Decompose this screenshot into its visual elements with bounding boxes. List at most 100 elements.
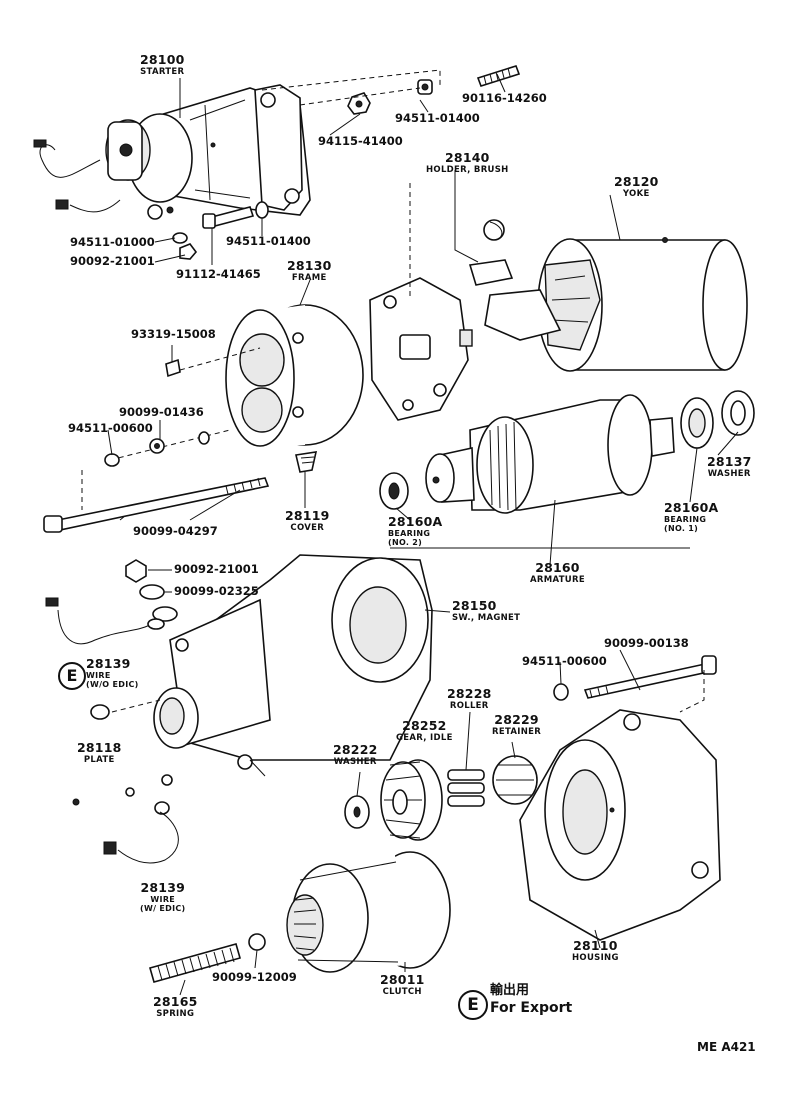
callout-frame-number: 28130 bbox=[287, 258, 332, 273]
callout-roller-number: 28228 bbox=[447, 686, 492, 701]
legend-export-letter: E bbox=[467, 995, 479, 1015]
bearing-no2 bbox=[379, 472, 409, 510]
housing bbox=[519, 709, 721, 941]
callout-holder-brush: 28140 HOLDER, BRUSH bbox=[426, 150, 509, 175]
pn-94511-01400-mid: 94511-01400 bbox=[226, 234, 311, 248]
callout-wire-wo-edic: 28139 WIRE (W/O EDIC) bbox=[86, 656, 139, 689]
callout-yoke-name: YOKE bbox=[622, 188, 650, 199]
callout-starter-number: 28100 bbox=[140, 52, 185, 67]
callout-washer-28222: 28222 WASHER bbox=[333, 742, 378, 767]
callout-wire-w-edic-number: 28139 bbox=[140, 880, 185, 895]
wire-w-edic bbox=[72, 774, 179, 864]
frame bbox=[225, 304, 364, 447]
callout-holder-brush-number: 28140 bbox=[445, 150, 490, 165]
callout-plate-number: 28118 bbox=[77, 740, 122, 755]
export-mark-wire: E bbox=[58, 662, 86, 690]
pn-90092-21001-top: 90092-21001 bbox=[70, 254, 155, 268]
callout-clutch-number: 28011 bbox=[380, 972, 425, 987]
pn-90092-21001-mid: 90092-21001 bbox=[174, 562, 259, 576]
callout-armature-number: 28160 bbox=[535, 560, 580, 575]
callout-washer-28137-number: 28137 bbox=[707, 454, 752, 469]
callout-yoke-number: 28120 bbox=[614, 174, 659, 189]
callout-housing-number: 28110 bbox=[573, 938, 618, 953]
callout-plate: 28118 PLATE bbox=[77, 740, 122, 765]
callout-washer-28137: 28137 WASHER bbox=[707, 454, 752, 478]
callout-sw-magnet-number: 28150 bbox=[452, 598, 497, 613]
armature bbox=[425, 394, 675, 514]
yoke bbox=[484, 237, 748, 372]
legend-export-symbol: E bbox=[458, 990, 488, 1020]
callout-bearing-no2-sub: (NO. 2) bbox=[388, 537, 423, 547]
magnet-switch bbox=[153, 554, 433, 777]
bearing-no1-and-washer bbox=[680, 390, 755, 449]
pn-93319-15008: 93319-15008 bbox=[131, 327, 216, 341]
terminal-nuts bbox=[125, 559, 178, 622]
callout-gear-idle-name: GEAR, IDLE bbox=[396, 732, 453, 743]
callout-washer-28222-number: 28222 bbox=[333, 742, 378, 757]
callout-roller: 28228 ROLLER bbox=[447, 686, 492, 711]
spring-and-ball bbox=[149, 933, 266, 983]
through-bolt bbox=[43, 477, 270, 533]
plate-part bbox=[90, 704, 110, 720]
diagram-reference: ME A421 bbox=[697, 1040, 756, 1054]
callout-starter: 28100 STARTER bbox=[140, 52, 185, 77]
callout-bearing-no2-number: 28160A bbox=[388, 514, 443, 529]
callout-clutch: 28011 CLUTCH bbox=[380, 972, 425, 997]
callout-bearing-no2: 28160A BEARING (NO. 2) bbox=[388, 514, 443, 547]
callout-bearing-no1-sub: (NO. 1) bbox=[664, 523, 699, 533]
pn-90099-02325: 90099-02325 bbox=[174, 584, 259, 598]
callout-spring-number: 28165 bbox=[153, 994, 198, 1009]
starter-assembly bbox=[33, 84, 311, 220]
callout-retainer: 28229 RETAINER bbox=[492, 712, 542, 737]
idle-gear-group bbox=[344, 755, 538, 841]
housing-bolt bbox=[553, 655, 717, 713]
clutch bbox=[286, 851, 451, 973]
callout-roller-name: ROLLER bbox=[449, 700, 489, 711]
callout-sw-magnet-name: SW., MAGNET bbox=[452, 612, 521, 623]
callout-frame: 28130 FRAME bbox=[287, 258, 332, 283]
starter-bolts bbox=[172, 201, 269, 260]
callout-retainer-name: RETAINER bbox=[492, 726, 542, 737]
pn-90099-00138: 90099-00138 bbox=[604, 636, 689, 650]
callout-washer-28222-name: WASHER bbox=[333, 756, 377, 767]
pn-91112-41465: 91112-41465 bbox=[176, 267, 261, 281]
callout-housing-name: HOUSING bbox=[572, 952, 619, 963]
callout-retainer-number: 28229 bbox=[494, 712, 539, 727]
callout-gear-idle: 28252 GEAR, IDLE bbox=[396, 718, 453, 743]
callout-holder-brush-name: HOLDER, BRUSH bbox=[426, 164, 509, 175]
callout-bearing-no2-name: BEARING bbox=[388, 528, 431, 538]
pn-90099-12009: 90099-12009 bbox=[212, 970, 297, 984]
callout-spring: 28165 SPRING bbox=[153, 994, 198, 1019]
callout-frame-name: FRAME bbox=[291, 272, 327, 283]
callout-cover-name: COVER bbox=[290, 522, 325, 533]
callout-starter-name: STARTER bbox=[140, 66, 185, 77]
pn-94115-41400: 94115-41400 bbox=[318, 134, 403, 148]
callout-gear-idle-number: 28252 bbox=[402, 718, 447, 733]
callout-clutch-name: CLUTCH bbox=[382, 986, 422, 997]
legend-japanese: 輸出用 bbox=[490, 983, 530, 998]
callout-bearing-no1: 28160A BEARING (NO. 1) bbox=[664, 500, 719, 533]
callout-bearing-no1-name: BEARING bbox=[664, 514, 707, 524]
callout-wire-w-edic-name: WIRE bbox=[150, 894, 176, 904]
callout-bearing-no1-number: 28160A bbox=[664, 500, 719, 515]
callout-cover: 28119 COVER bbox=[285, 508, 330, 533]
pn-90116-14260: 90116-14260 bbox=[462, 91, 547, 105]
callout-armature-name: ARMATURE bbox=[530, 574, 585, 585]
wire-wo-edic bbox=[45, 597, 165, 645]
callout-cover-number: 28119 bbox=[285, 508, 330, 523]
callout-armature: 28160 ARMATURE bbox=[530, 560, 585, 585]
export-mark-wire-letter: E bbox=[66, 666, 78, 685]
callout-wire-w-edic-sub: (W/ EDIC) bbox=[140, 903, 186, 913]
callout-plate-name: PLATE bbox=[83, 754, 115, 765]
callout-wire-wo-edic-name: WIRE bbox=[86, 670, 111, 680]
leader-lines bbox=[107, 73, 739, 996]
frame-screws bbox=[104, 358, 318, 473]
brush-holder bbox=[369, 219, 514, 421]
callout-wire-wo-edic-number: 28139 bbox=[86, 656, 131, 671]
callout-spring-name: SPRING bbox=[156, 1008, 195, 1019]
callout-yoke: 28120 YOKE bbox=[614, 174, 659, 199]
pn-94511-00600-left: 94511-00600 bbox=[68, 421, 153, 435]
callout-wire-wo-edic-sub: (W/O EDIC) bbox=[86, 679, 139, 689]
